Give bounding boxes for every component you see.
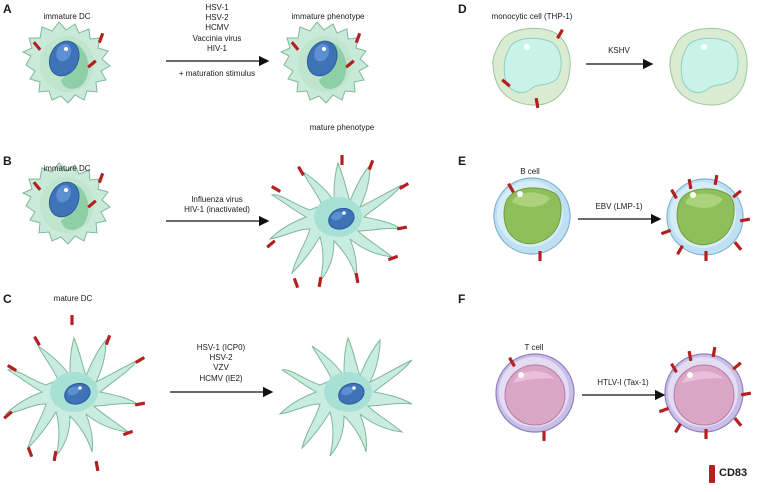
virus-label: HIV-1 (206, 43, 227, 53)
panel-letter-a: A (3, 2, 12, 16)
panel-b-left-cell (22, 162, 111, 245)
panel-e-right-cell (660, 174, 751, 261)
panel-d-left-cell (492, 27, 571, 109)
panel-e-left-label: B cell (520, 167, 540, 176)
virus-label: Vaccinia virus (192, 33, 242, 43)
panel-f-virus-label: HTLV-I (Tax-1) (597, 378, 649, 387)
panel-a-left-cell (22, 21, 111, 104)
panel-c-left-cell (3, 315, 146, 472)
panel-letter-b: B (3, 154, 12, 168)
panel-d-left-label: monocytic cell (THP-1) (491, 12, 573, 21)
virus-label: HIV-1 (inactivated) (184, 205, 250, 215)
panel-f-right-cell (658, 346, 752, 439)
virus-label: HCMV (IE2) (199, 373, 243, 383)
panel-a-right-label: immature phenotype (291, 12, 365, 21)
panel-a-stimulus-note: + maturation stimulus (178, 69, 256, 78)
panel-b-virus-list: Influenza virus HIV-1 (inactivated) (167, 195, 267, 215)
panel-b-right-cell (266, 155, 410, 289)
virus-label: HSV-2 (205, 13, 229, 23)
virus-label: HSV-2 (209, 353, 233, 363)
panel-c-left-label: mature DC (53, 294, 93, 303)
panel-f-left-label: T cell (524, 343, 544, 352)
panel-e-left-cell (493, 177, 571, 261)
panel-e-virus-label: EBV (LMP-1) (595, 202, 643, 211)
panel-b-right-label: mature phenotype (309, 123, 375, 132)
panel-letter-e: E (458, 154, 467, 168)
panel-letter-f: F (458, 292, 466, 306)
panel-b-left-label: immature DC (43, 164, 91, 173)
panel-c-right-cell (279, 337, 413, 457)
panel-c-virus-list: HSV-1 (ICP0) HSV-2 VZV HCMV (IE2) (171, 343, 271, 384)
virus-label: VZV (213, 363, 229, 373)
panel-a-left-label: immature DC (43, 12, 91, 21)
virus-label: HCMV (205, 23, 229, 33)
panel-d-right-cell (669, 27, 748, 106)
panel-letter-d: D (458, 2, 467, 16)
virus-label: Influenza virus (191, 195, 243, 204)
panel-a-right-cell (280, 21, 369, 104)
virus-label: HSV-1 (ICP0) (196, 343, 246, 352)
panel-f-left-cell (495, 353, 575, 441)
panel-letter-c: C (3, 292, 12, 306)
legend-cd83-marker (709, 465, 715, 483)
legend-cd83-label: CD83 (719, 467, 748, 479)
panel-d-virus-label: KSHV (608, 46, 630, 55)
panel-a-virus-list: HSV-1 HSV-2 HCMV Vaccinia virus HIV-1 (167, 3, 267, 54)
virus-label: HSV-1 (205, 3, 229, 12)
